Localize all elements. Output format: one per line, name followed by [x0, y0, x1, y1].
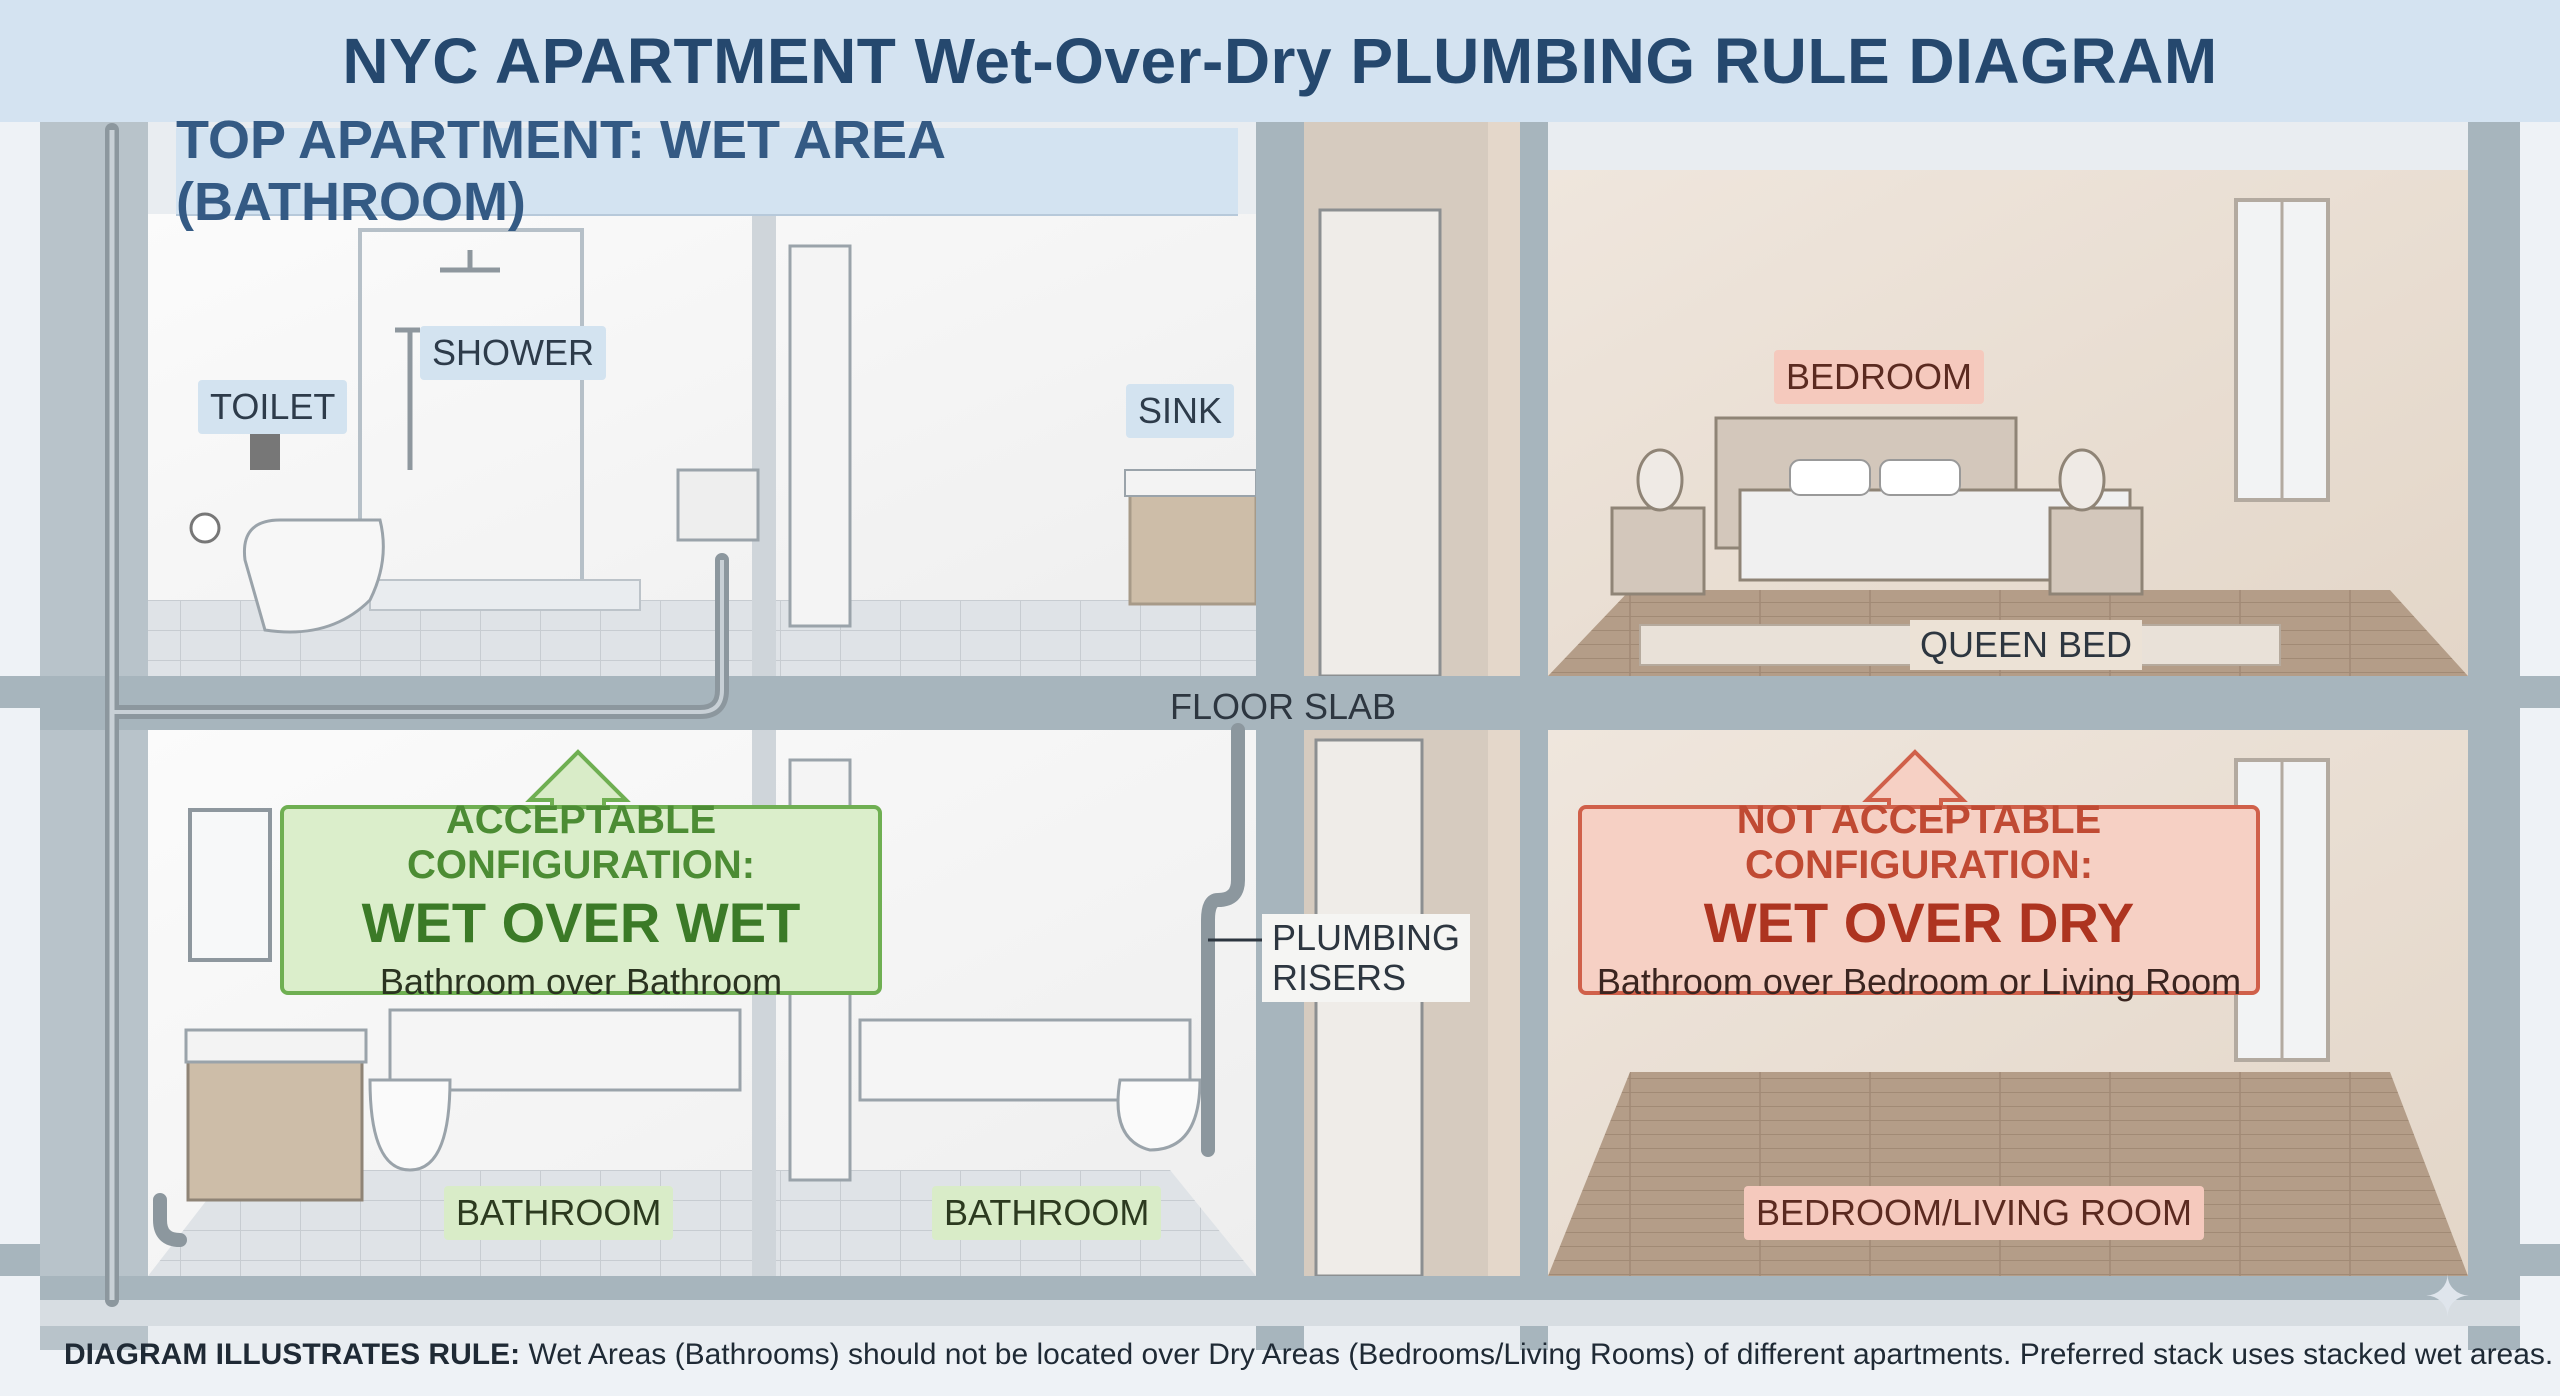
footer-text: Wet Areas (Bathrooms) should not be loca… [528, 1338, 2553, 1371]
not-acceptable-subtitle: Bathroom over Bedroom or Living Room [1597, 961, 2241, 1003]
top-apartment-label: TOP APARTMENT: WET AREA (BATHROOM) [176, 128, 1238, 216]
acceptable-heading: ACCEPTABLE CONFIGURATION: [284, 798, 878, 888]
title-bar: NYC APARTMENT Wet-Over-Dry PLUMBING RULE… [0, 0, 2560, 122]
footer-note: DIAGRAM ILLUSTRATES RULE: Wet Areas (Bat… [64, 1338, 2504, 1372]
shower-label: SHOWER [420, 326, 606, 380]
sparkle-icon: ✦ [2424, 1264, 2471, 1330]
acceptable-configuration-callout: ACCEPTABLE CONFIGURATION: WET OVER WET B… [280, 805, 882, 995]
bathroom-label-left: BATHROOM [444, 1186, 673, 1240]
not-acceptable-heading: NOT ACCEPTABLE CONFIGURATION: [1582, 798, 2256, 888]
queen-bed-label: QUEEN BED [1910, 620, 2142, 670]
sink-label: SINK [1126, 384, 1234, 438]
bedroom-label: BEDROOM [1774, 350, 1984, 404]
floor-slab-label: FLOOR SLAB [1170, 686, 1396, 728]
page-title: NYC APARTMENT Wet-Over-Dry PLUMBING RULE… [342, 24, 2217, 98]
acceptable-subtitle: Bathroom over Bathroom [380, 961, 782, 1003]
not-acceptable-configuration-callout: NOT ACCEPTABLE CONFIGURATION: WET OVER D… [1578, 805, 2260, 995]
not-acceptable-title: WET OVER DRY [1704, 890, 2134, 955]
plumbing-risers-label: PLUMBING RISERS [1262, 914, 1470, 1002]
acceptable-title: WET OVER WET [362, 890, 801, 955]
footer-prefix: DIAGRAM ILLUSTRATES RULE: [64, 1338, 520, 1371]
bedroom-living-room-label: BEDROOM/LIVING ROOM [1744, 1186, 2204, 1240]
bathroom-label-right: BATHROOM [932, 1186, 1161, 1240]
toilet-label: TOILET [198, 380, 347, 434]
